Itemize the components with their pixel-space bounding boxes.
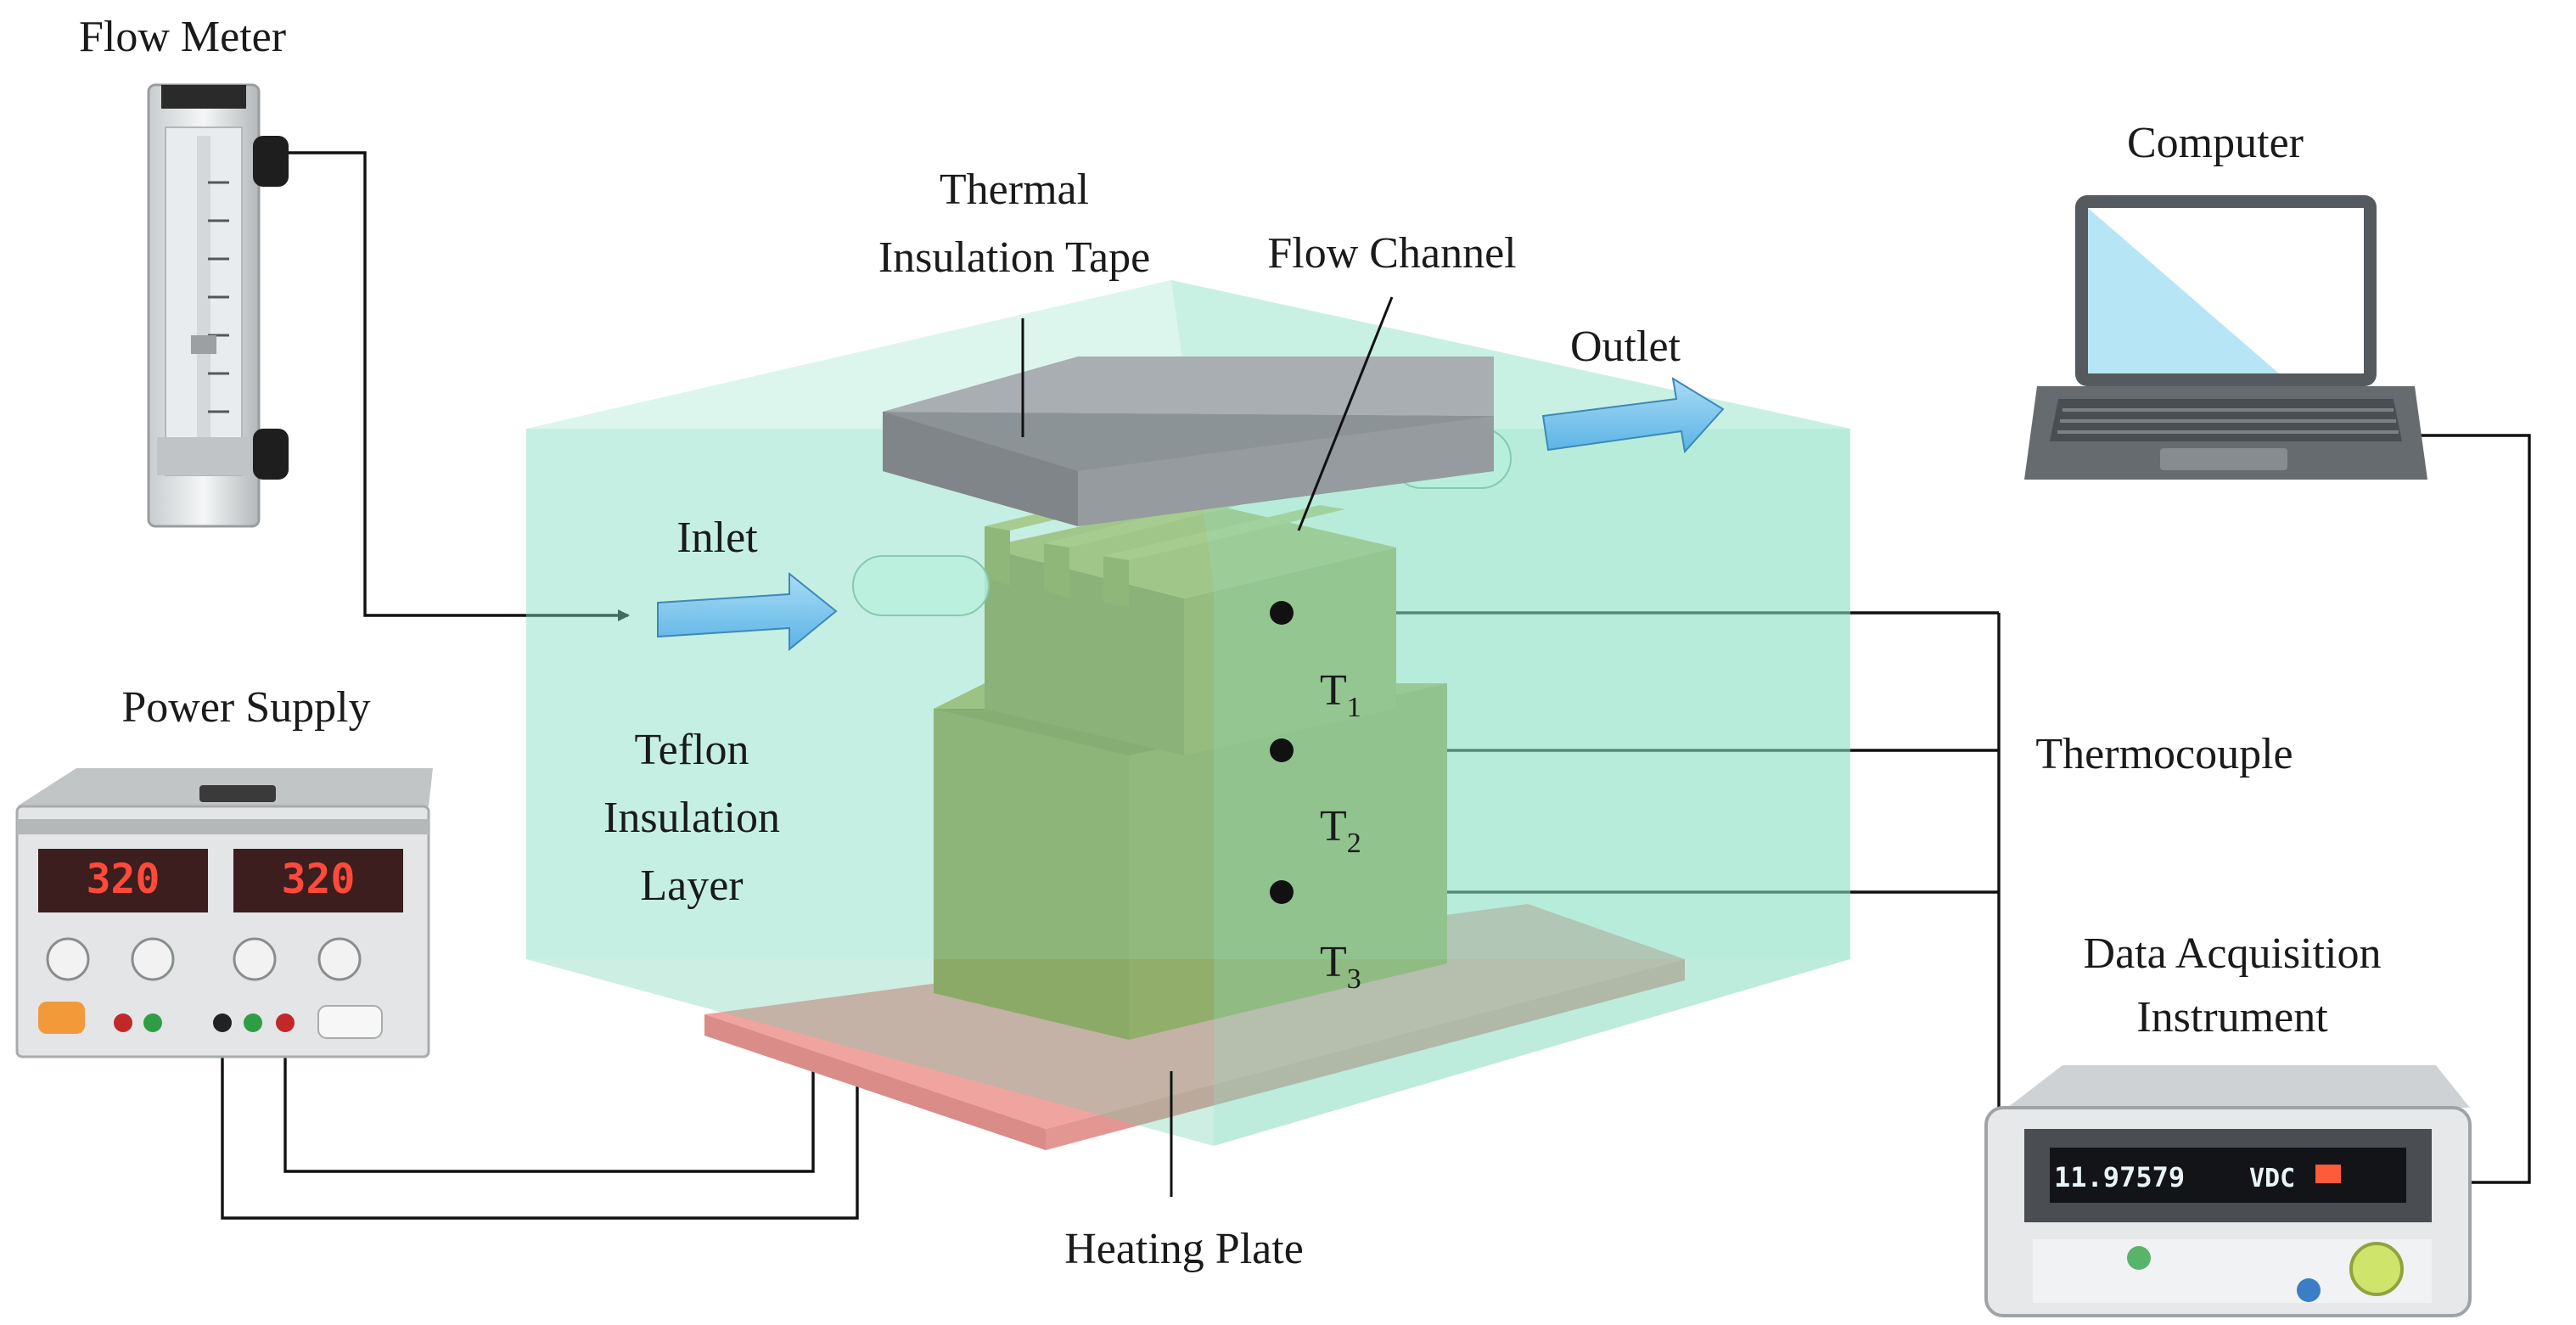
psu-terminal <box>213 1013 232 1032</box>
heating-plate-label: Heating Plate <box>1064 1225 1304 1273</box>
thermocouple-label: Thermocouple <box>2035 730 2293 778</box>
outlet-label: Outlet <box>1570 323 1681 371</box>
flow-meter <box>147 83 289 528</box>
t3-label: T3 <box>1320 938 1361 995</box>
thermocouple-point-t1 <box>1270 601 1294 625</box>
psu-knob <box>317 937 362 981</box>
psu-left-display: 320 <box>87 856 160 903</box>
teflon-label-line2: Insulation <box>603 794 780 842</box>
daq-label-line1: Data Acquisition <box>2084 929 2382 978</box>
inlet-label: Inlet <box>676 514 758 562</box>
computer-label: Computer <box>2127 119 2304 167</box>
daq-button <box>2297 1278 2321 1302</box>
flow-channel-label: Flow Channel <box>1267 229 1516 278</box>
psu-right-display: 320 <box>282 856 356 903</box>
daq-button <box>2127 1246 2151 1270</box>
psu-terminal <box>114 1013 132 1032</box>
psu-knob <box>131 937 175 981</box>
thermal-tape-label-line2: Insulation Tape <box>878 233 1150 282</box>
thermal-insulation-tape <box>883 357 1494 526</box>
teflon-label-line1: Teflon <box>635 726 749 774</box>
channel-leader-line <box>1297 296 1394 531</box>
daq-reading-display: 11.97579 <box>2054 1161 2185 1193</box>
psu-terminal <box>276 1013 295 1032</box>
teflon-insulation-box <box>526 280 1850 1146</box>
outlet-flow-arrow <box>1541 377 1725 454</box>
teflon-label-line3: Layer <box>640 862 743 910</box>
thermocouple-point-t3 <box>1270 880 1294 904</box>
fin <box>1103 505 1345 607</box>
thermal-tape-label-line1: Thermal <box>940 166 1089 214</box>
daq-knob <box>2349 1242 2404 1296</box>
psu-terminal <box>143 1013 162 1032</box>
psu-terminal <box>244 1013 262 1032</box>
psu-knob <box>46 937 90 981</box>
power-supply: 320 320 <box>15 768 433 1058</box>
data-acquisition-instrument: 11.97579 VDC <box>1984 1065 2472 1317</box>
psu-power-button <box>38 1002 85 1034</box>
inlet-pipe <box>852 555 990 616</box>
t1-label: T1 <box>1320 666 1361 723</box>
daq-label-line2: Instrument <box>2136 993 2328 1041</box>
psu-knob <box>233 937 277 981</box>
laptop-computer <box>2024 195 2427 480</box>
thermocouple-point-t2 <box>1270 738 1294 762</box>
t2-label: T2 <box>1320 802 1361 859</box>
power-supply-label: Power Supply <box>121 683 370 732</box>
daq-unit-display: VDC <box>2249 1164 2295 1193</box>
flow-meter-label: Flow Meter <box>79 13 286 61</box>
inlet-flow-arrow <box>657 571 838 652</box>
